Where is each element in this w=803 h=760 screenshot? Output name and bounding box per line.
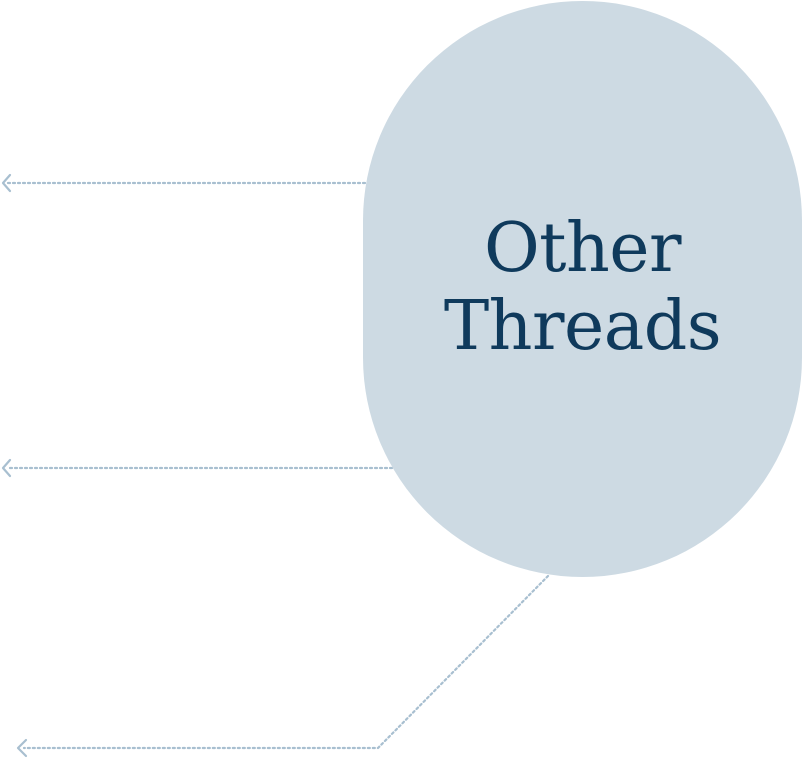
other-threads-node bbox=[363, 1, 802, 577]
node-label-line-2: Threads bbox=[443, 287, 722, 366]
connector-middle bbox=[1, 458, 394, 478]
connector-bottom bbox=[16, 574, 550, 758]
connector-top bbox=[1, 173, 367, 193]
chevron-left-icon bbox=[1, 458, 12, 478]
connector-bottom-line bbox=[22, 574, 550, 750]
chevron-left-icon bbox=[16, 738, 28, 758]
chevron-left-icon bbox=[1, 173, 12, 193]
node-label: Other Threads bbox=[363, 210, 802, 366]
node-label-line-1: Other bbox=[483, 209, 682, 288]
